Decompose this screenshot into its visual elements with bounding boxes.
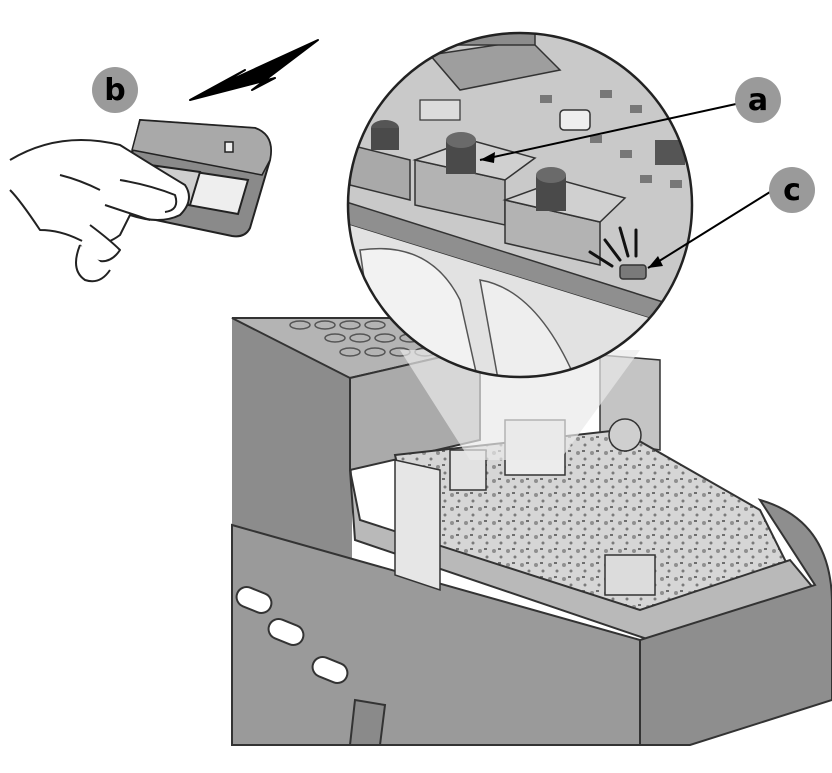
magnifier-cone [400,350,640,460]
lightning-signal-icon [189,39,319,101]
hand-icon [9,139,190,283]
callout-b-label: b [104,73,125,108]
leader-arrow-c [648,256,663,268]
indicator-led [619,264,647,280]
callout-c-label: c [783,173,801,208]
magnified-detail [346,31,694,379]
button-block-3 [502,167,627,266]
housing-slots [235,586,349,684]
leader-line-a [479,103,737,161]
leader-line-c [647,191,771,269]
callout-a-label: a [748,83,768,118]
callout-b: b [92,67,138,113]
callout-c: c [769,167,815,213]
leader-arrow-a [480,152,495,163]
led-flash-icon [588,226,638,268]
button-block-2 [412,132,537,226]
callout-a: a [735,77,781,123]
